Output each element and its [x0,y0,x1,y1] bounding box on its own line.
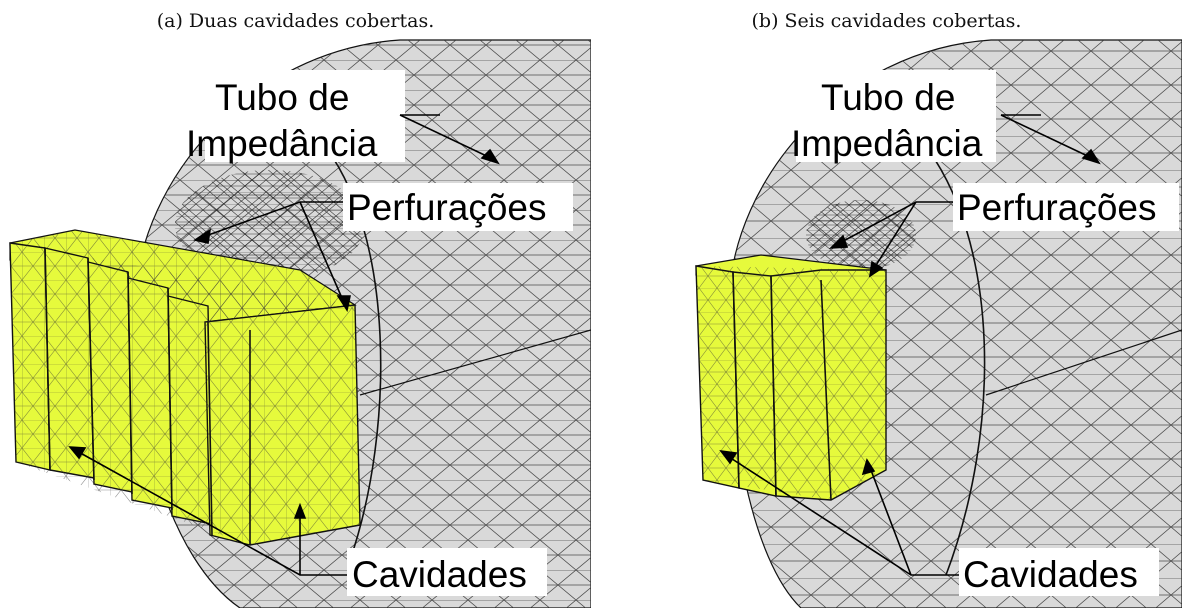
leader-arrows-b [719,114,1101,576]
label-perforations: Perfurações [347,187,547,228]
caption-a: (a) Duas cavidades cobertas. [156,10,435,32]
label-perforations-b: Perfurações [957,187,1157,228]
caption-b: (b) Seis cavidades cobertas. [751,10,1022,32]
label-tube-line1-b: Tubo de [821,77,955,118]
cavities-block [9,229,361,546]
label-tube-line2-b: Impedância [791,123,983,164]
mesh-figure-a: Tubo de Impedância Perfurações Cavidades [9,39,591,608]
mesh-figure-b: Tubo de Impedância Perfurações Cavidades [695,39,1182,608]
label-tube-line2: Impedância [186,123,378,164]
cavities-block-b [695,254,887,501]
label-cavities-b: Cavidades [963,554,1138,595]
label-cavities: Cavidades [352,554,527,595]
label-tube-line1: Tubo de [215,77,349,118]
panel-b: (b) Seis cavidades cobertas. [591,0,1182,608]
leader-arrows-a [68,114,500,576]
panel-a: (a) Duas cavidades cobertas. [9,10,591,608]
